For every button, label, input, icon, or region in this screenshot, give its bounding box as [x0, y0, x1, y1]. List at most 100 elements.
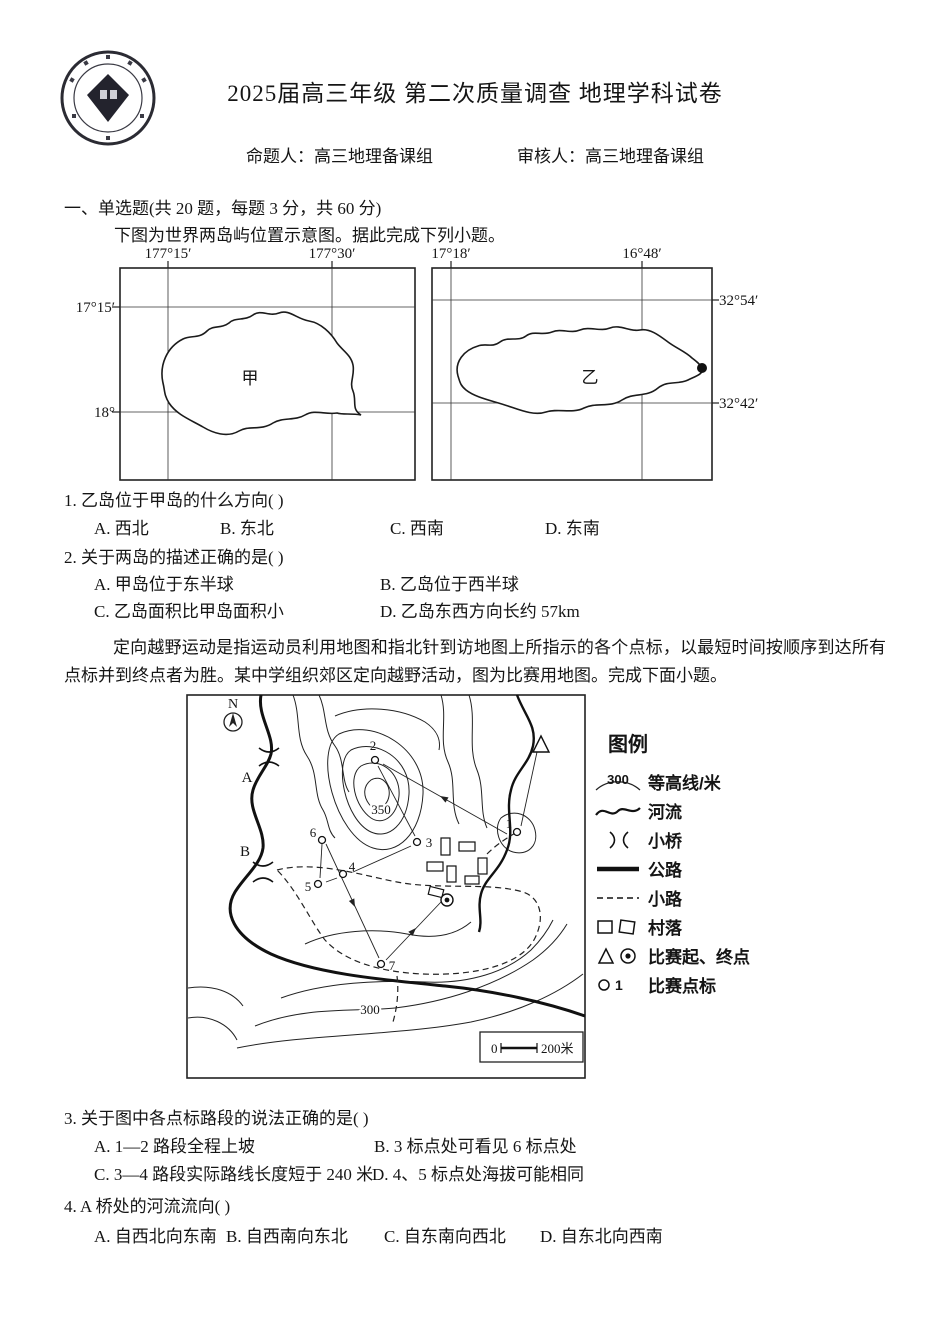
q4-options: A. 自西北向东南 B. 自西南向东北 C. 自东南向西北 D. 自东北向西南 [0, 1222, 950, 1248]
q3-options-row-1: A. 1—2 路段全程上坡 B. 3 标点处可看见 6 标点处 [0, 1132, 950, 1158]
footpath-icon [594, 888, 648, 908]
question-4: 4. A 桥处的河流流向( ) [64, 1197, 231, 1216]
q3-options-row-2: C. 3—4 路段实际路线长度短于 240 米 D. 4、5 标点处海拔可能相同 [0, 1160, 950, 1186]
road-icon [594, 859, 648, 879]
q4-option-d: D. 自东北向西南 [540, 1227, 663, 1246]
north-label: N [228, 697, 238, 712]
checkpoint-6-label: 6 [310, 825, 317, 840]
bridge-a-label: A [242, 770, 253, 786]
river [228, 694, 586, 1018]
legend-item-footpath: 小路 [594, 883, 824, 912]
logo-ring-marks [69, 55, 147, 140]
q1-options: A. 西北 B. 东北 C. 西南 D. 东南 [0, 514, 950, 540]
q2-options-row-1: A. 甲岛位于东半球 B. 乙岛位于西半球 [0, 570, 950, 596]
bridge-a-icon [258, 747, 280, 767]
island-yi-east-tip [697, 363, 707, 373]
route-arrows [348, 796, 449, 936]
legend-title: 图例 [608, 734, 648, 756]
checkpoint-1-label: 1 [506, 816, 513, 831]
legend-item-contour: 300 等高线/米 [594, 767, 824, 796]
q1-option-a: A. 西北 [94, 519, 149, 538]
island-jia-outline [161, 311, 362, 436]
q3-option-c: C. 3—4 路段实际路线长度短于 240 米 [94, 1165, 374, 1184]
orienteering-passage: 定向越野运动是指运动员利用地图和指北针到访地图上所指示的各个点标，以最短时间按顺… [64, 638, 886, 685]
village-buildings [426, 837, 488, 899]
start-finish-icon [594, 945, 648, 967]
legend-item-river: 河流 [594, 796, 824, 825]
map-frame [431, 267, 713, 481]
contour-map: N A B 350 300 [186, 694, 586, 1079]
scale-bar: 0 200米 [479, 1031, 584, 1063]
map-frame [119, 267, 416, 481]
checkpoint-4-label: 4 [349, 859, 356, 874]
map-legend: 图例 300 等高线/米 河流 [594, 728, 824, 999]
q1-option-b: B. 东北 [220, 519, 274, 538]
village-icon [594, 917, 648, 937]
logo-inner-ring [73, 63, 143, 133]
checkpoints: 1 2 3 4 5 6 7 [305, 738, 522, 973]
q3-option-a: A. 1—2 路段全程上坡 [94, 1137, 256, 1156]
lat-label-top: 32°54′ [719, 293, 758, 309]
bridge-icon [594, 830, 648, 850]
island-yi-outline [456, 326, 704, 415]
river-icon [594, 801, 648, 821]
logo-glyph-mark-2 [110, 90, 117, 99]
q2-option-b: B. 乙岛位于西半球 [380, 575, 519, 594]
q2-option-a: A. 甲岛位于东半球 [94, 575, 234, 594]
question-1: 1. 乙岛位于甲岛的什么方向( ) [64, 491, 284, 510]
logo-glyph-mark [100, 90, 107, 99]
contour-lines [187, 694, 584, 1049]
q1-option-c: C. 西南 [390, 519, 444, 538]
bridge-b-icon [252, 861, 274, 883]
island-map-left: 177°15′ 177°30′ 17°15′ 18° 甲 [76, 246, 416, 481]
island-yi-label: 乙 [582, 368, 599, 387]
checkpoint-2-label: 2 [370, 738, 377, 753]
section-heading: 一、单选题(共 20 题，每题 3 分，共 60 分) [64, 199, 382, 218]
road [477, 694, 535, 933]
lat-label-bottom: 18° [94, 405, 115, 421]
checkpoint-7-label: 7 [389, 958, 396, 973]
legend-item-bridge: 小桥 [594, 825, 824, 854]
lat-label-bottom: 32°42′ [719, 396, 758, 412]
reviewer-label: 审核人：高三地理备课组 [517, 147, 704, 166]
section-intro: 下图为世界两岛屿位置示意图。据此完成下列小题。 [114, 226, 505, 245]
bridge-b-label: B [240, 844, 250, 860]
island-map-right: 17°18′ 16°48′ 32°54′ 32°42′ 乙 [431, 246, 758, 481]
scale-end-label: 200米 [541, 1041, 574, 1056]
q3-option-d: D. 4、5 标点处海拔可能相同 [372, 1165, 585, 1184]
checkpoint-number-label: 1 [615, 977, 623, 993]
logo-outer-ring [60, 50, 156, 146]
school-logo [60, 50, 156, 146]
finish-circle-icon [440, 893, 454, 907]
checkpoint-icon: 1 [594, 975, 648, 995]
elevation-350-label: 350 [371, 802, 391, 817]
logo-center-shield [87, 74, 129, 122]
legend-item-village: 村落 [594, 912, 824, 941]
contour-line-icon: 300 [594, 771, 648, 793]
lon-label-left: 177°15′ [145, 246, 192, 262]
contour-value-label: 300 [607, 772, 629, 787]
checkpoint-5-label: 5 [305, 879, 312, 894]
lon-label-right: 16°48′ [622, 246, 661, 262]
island-jia-label: 甲 [242, 369, 259, 388]
legend-item-start-finish: 比赛起、终点 [594, 941, 824, 970]
question-2: 2. 关于两岛的描述正确的是( ) [64, 548, 284, 567]
q2-options-row-2: C. 乙岛面积比甲岛面积小 D. 乙岛东西方向长约 57km [0, 597, 950, 623]
setter-label: 命题人：高三地理备课组 [246, 147, 433, 166]
contour-map-frame [186, 694, 586, 1079]
legend-item-road: 公路 [594, 854, 824, 883]
lon-label-right: 177°30′ [309, 246, 356, 262]
north-compass-icon: N [223, 697, 243, 732]
q4-option-b: B. 自西南向东北 [226, 1227, 348, 1246]
q2-option-c: C. 乙岛面积比甲岛面积小 [94, 602, 284, 621]
page-title: 2025届高三年级 第二次质量调查 地理学科试卷 [227, 81, 723, 106]
q1-option-d: D. 东南 [545, 519, 600, 538]
exam-meta-row: 命题人：高三地理备课组 审核人：高三地理备课组 [0, 142, 950, 167]
scale-zero-label: 0 [491, 1041, 498, 1056]
lat-label-top: 17°15′ [76, 300, 115, 316]
q4-option-a: A. 自西北向东南 [94, 1227, 217, 1246]
legend-item-checkpoint: 1 比赛点标 [594, 970, 824, 999]
lon-label-left: 17°18′ [431, 246, 470, 262]
question-3: 3. 关于图中各点标路段的说法正确的是( ) [64, 1109, 369, 1128]
